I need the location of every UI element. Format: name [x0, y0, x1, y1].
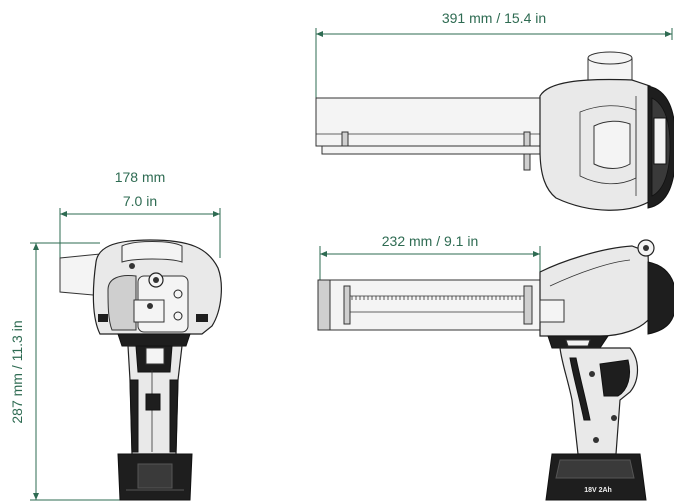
- width-mm-label: 178 mm: [115, 169, 166, 185]
- width-dimension: 178 mm 7.0 in: [59, 169, 221, 258]
- front-view: 178 mm 7.0 in 287 mm / 11.3 in: [9, 169, 222, 501]
- cartridge-length-label: 232 mm / 9.1 in: [382, 233, 479, 249]
- height-label: 287 mm / 11.3 in: [9, 320, 25, 423]
- side-cartridge-frame: [317, 279, 541, 331]
- top-rail: [321, 145, 541, 155]
- height-dimension: 287 mm / 11.3 in: [9, 242, 120, 501]
- rack-teeth: [351, 296, 521, 300]
- top-cartridge-tube: [315, 97, 541, 147]
- overall-length-dimension: 391 mm / 15.4 in: [315, 10, 673, 100]
- battery-label: 18V 2Ah: [584, 487, 612, 494]
- cartridge-length-dimension: 232 mm / 9.1 in: [319, 233, 541, 282]
- overall-length-label: 391 mm / 15.4 in: [442, 10, 546, 26]
- top-view: 391 mm / 15.4 in: [315, 10, 674, 211]
- side-end-cap: [647, 261, 674, 335]
- width-in-label: 7.0 in: [123, 193, 157, 209]
- side-view: 232 mm / 9.1 in 18V 2Ah: [317, 233, 674, 501]
